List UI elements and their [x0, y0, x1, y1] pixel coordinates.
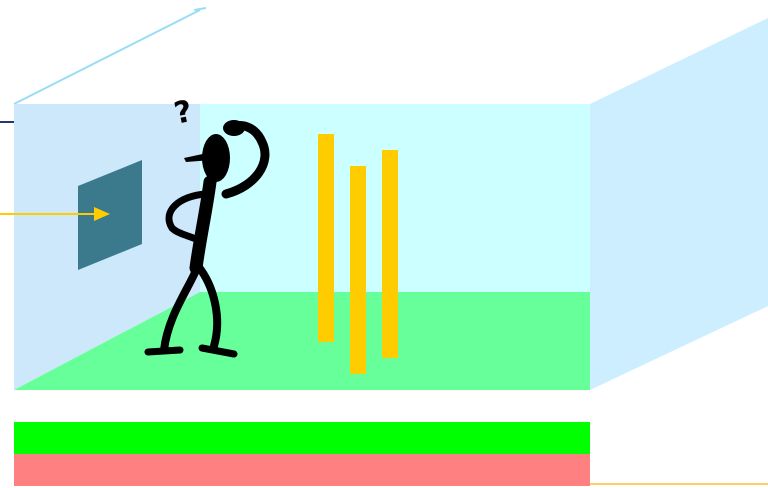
green-band: [14, 422, 590, 454]
yellow-bar-1: [318, 134, 334, 342]
right-wall: [590, 18, 768, 390]
yellow-bar-2: [350, 166, 366, 374]
red-band: [14, 454, 590, 486]
ceiling-left-edge: [14, 10, 200, 104]
ceiling-left-edge-top: [194, 8, 206, 10]
yellow-bar-3: [382, 150, 398, 358]
